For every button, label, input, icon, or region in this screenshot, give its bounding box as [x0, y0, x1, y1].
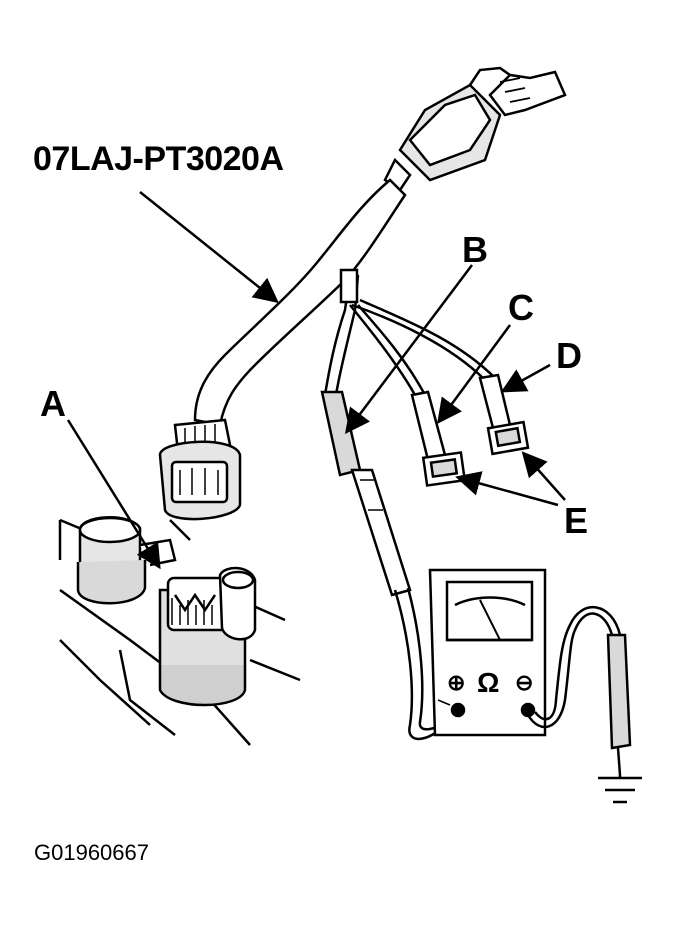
lead-d-plug	[478, 373, 530, 456]
leader-lines	[66, 191, 566, 570]
figure-id: G01960667	[34, 840, 149, 865]
lead-c-plug	[410, 390, 467, 487]
leader-c	[437, 324, 512, 425]
multimeter	[428, 568, 547, 737]
label-d: D	[556, 335, 582, 376]
leader-e-1	[455, 471, 559, 507]
branch-leads	[323, 268, 496, 396]
leader-d	[500, 363, 551, 393]
sensor-a	[158, 566, 257, 707]
leader-tool	[139, 191, 279, 304]
meter-symbols: ⊕ Ω ⊖	[447, 667, 533, 698]
label-e: E	[564, 500, 589, 541]
label-b: B	[462, 229, 488, 270]
tool-number-label: 07LAJ-PT3020A	[33, 140, 284, 178]
ground-probe	[606, 633, 632, 776]
upper-connector	[383, 66, 567, 192]
main-harness-cable	[193, 178, 407, 427]
label-c: C	[508, 287, 534, 328]
leader-b	[344, 264, 473, 434]
meter-plus-symbol: ⊕	[447, 670, 465, 695]
leader-a	[66, 419, 161, 570]
meter-wire-right	[526, 606, 622, 729]
lead-b-probe	[320, 390, 412, 597]
leader-e-2	[521, 451, 566, 501]
label-a: A	[40, 383, 66, 424]
ground-symbol-icon	[598, 775, 642, 804]
meter-minus-symbol: ⊖	[515, 670, 533, 695]
meter-ohm-symbol: Ω	[477, 667, 499, 698]
lower-connector	[158, 418, 242, 521]
